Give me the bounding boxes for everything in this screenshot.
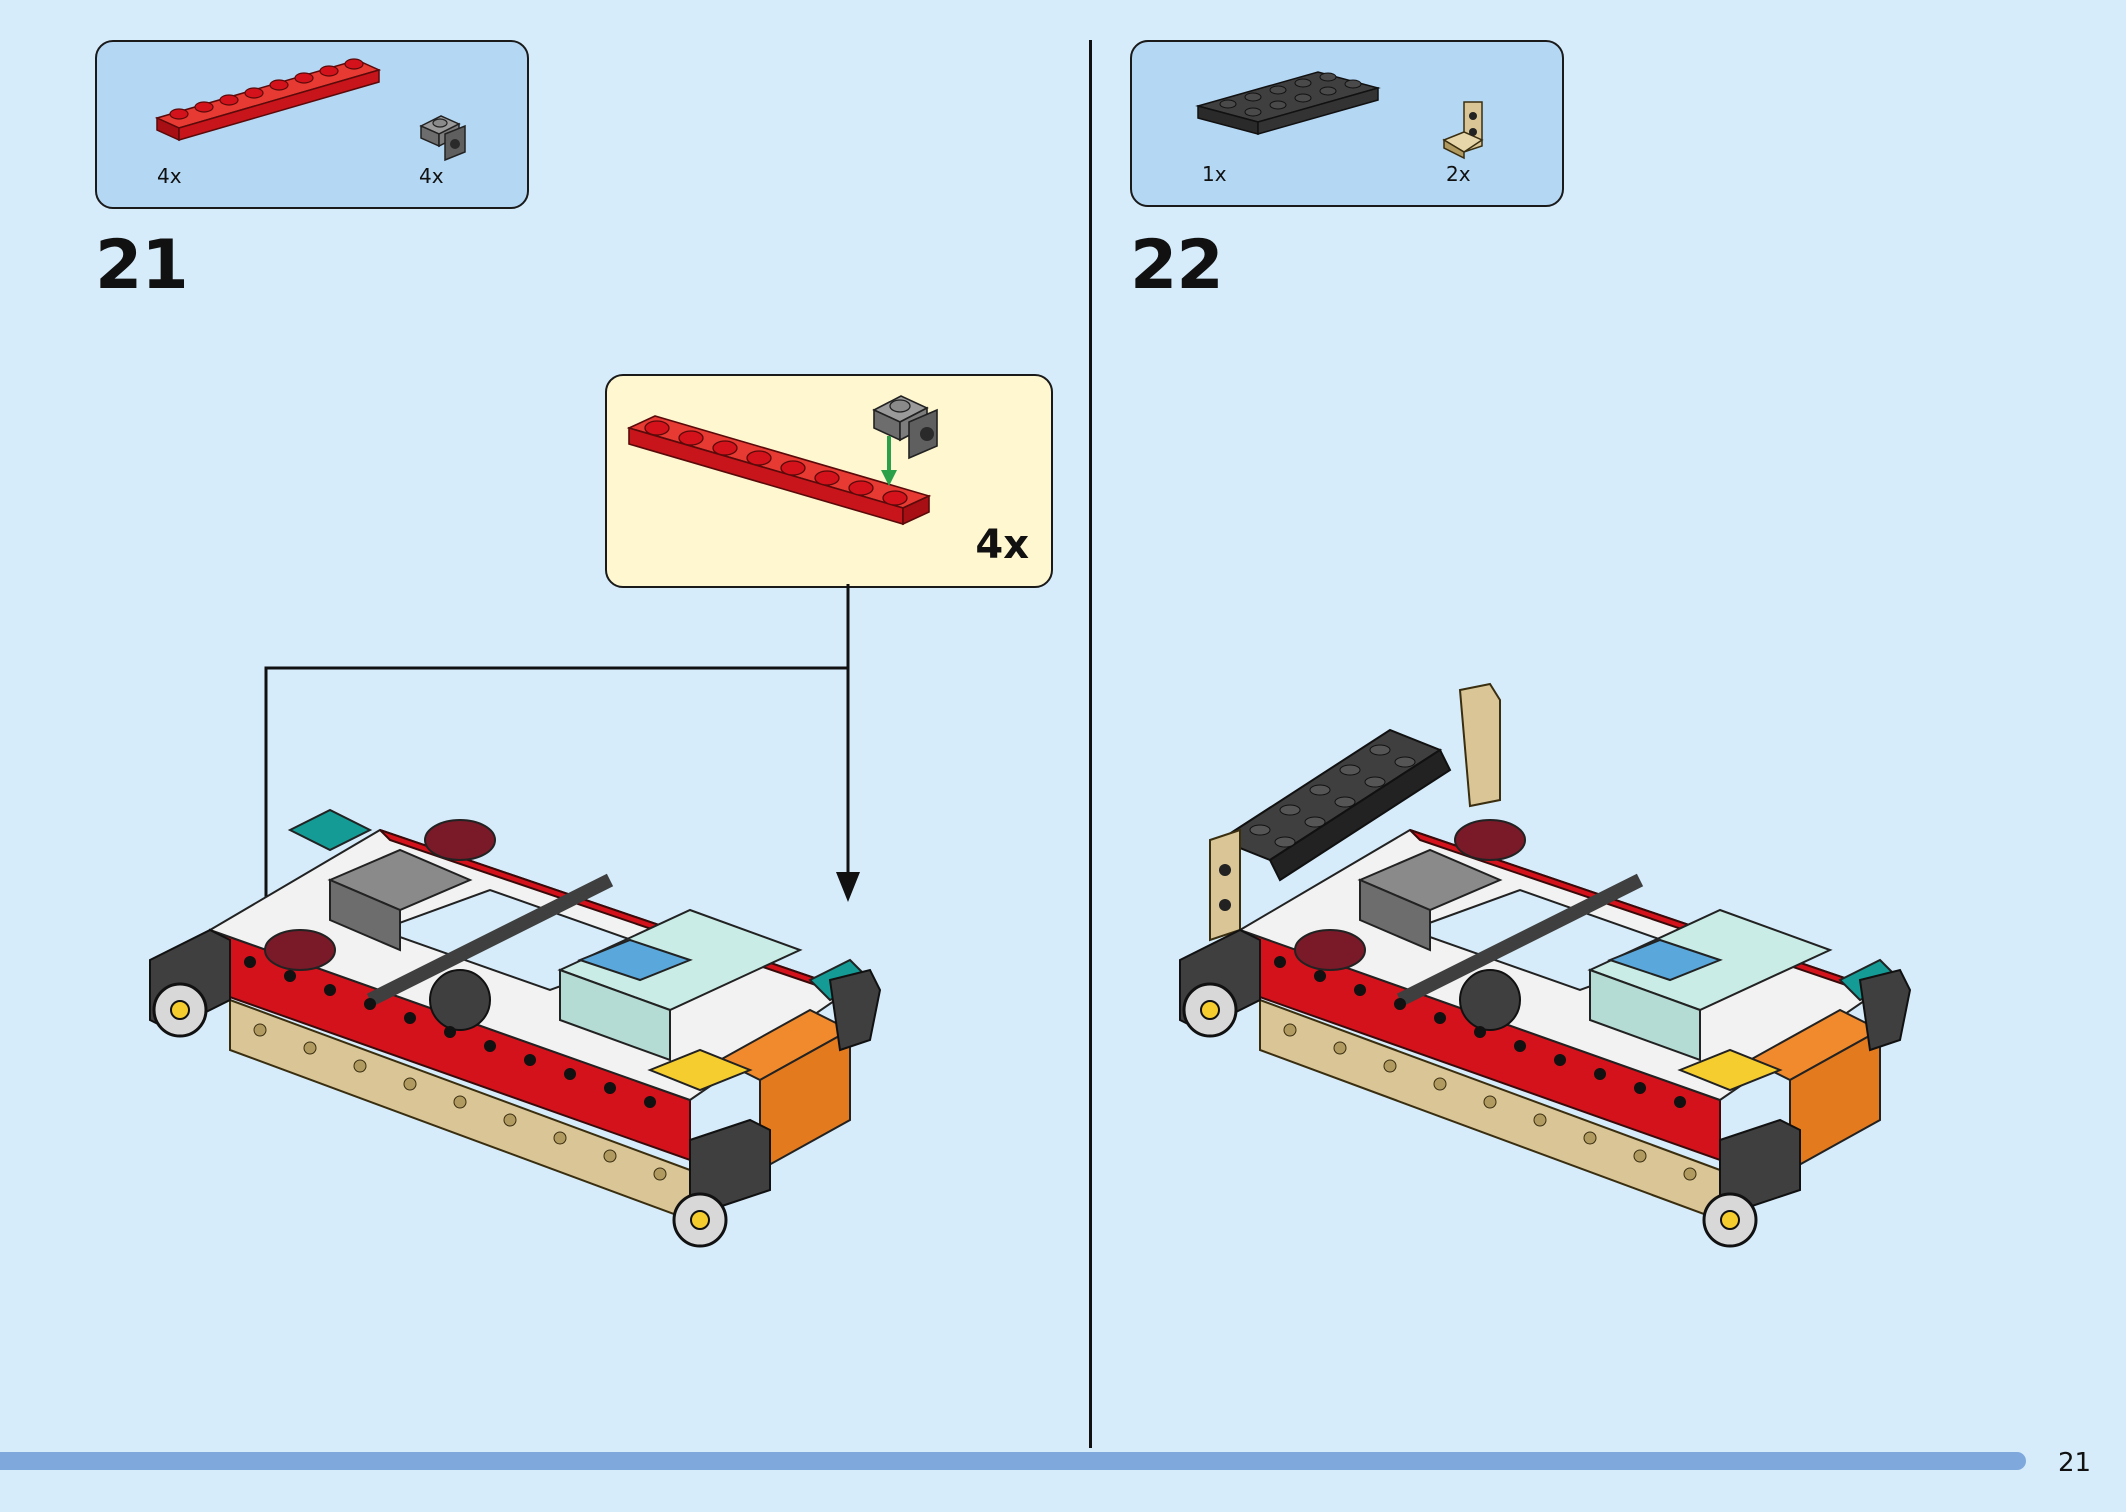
gray-bracket-icon <box>419 115 466 162</box>
page-number: 21 <box>2058 1448 2092 1478</box>
tan-bracket-icon <box>1442 101 1484 160</box>
progress-bar <box>0 1452 2026 1470</box>
sub-assembly-callout: 4x <box>605 374 1053 588</box>
callout-assembly-illustration <box>626 395 938 526</box>
red-plate-icon <box>154 58 382 142</box>
step-number-21: 21 <box>95 226 189 305</box>
step-21-model-illustration <box>149 808 882 1248</box>
part-qty-red-plate: 4x <box>157 164 182 188</box>
step-number-22: 22 <box>1130 226 1224 305</box>
part-qty-black-plate: 1x <box>1202 162 1227 186</box>
parts-list-step-21: 4x 4x <box>95 40 529 209</box>
black-plate-icon <box>1195 71 1381 135</box>
parts-list-step-22: 1x 2x <box>1130 40 1564 207</box>
step-22-model-illustration <box>1179 682 1912 1248</box>
part-qty-gray-bracket: 4x <box>419 164 444 188</box>
part-qty-tan-bracket: 2x <box>1446 162 1471 186</box>
page-divider <box>1089 40 1092 1448</box>
callout-qty: 4x <box>975 522 1029 568</box>
